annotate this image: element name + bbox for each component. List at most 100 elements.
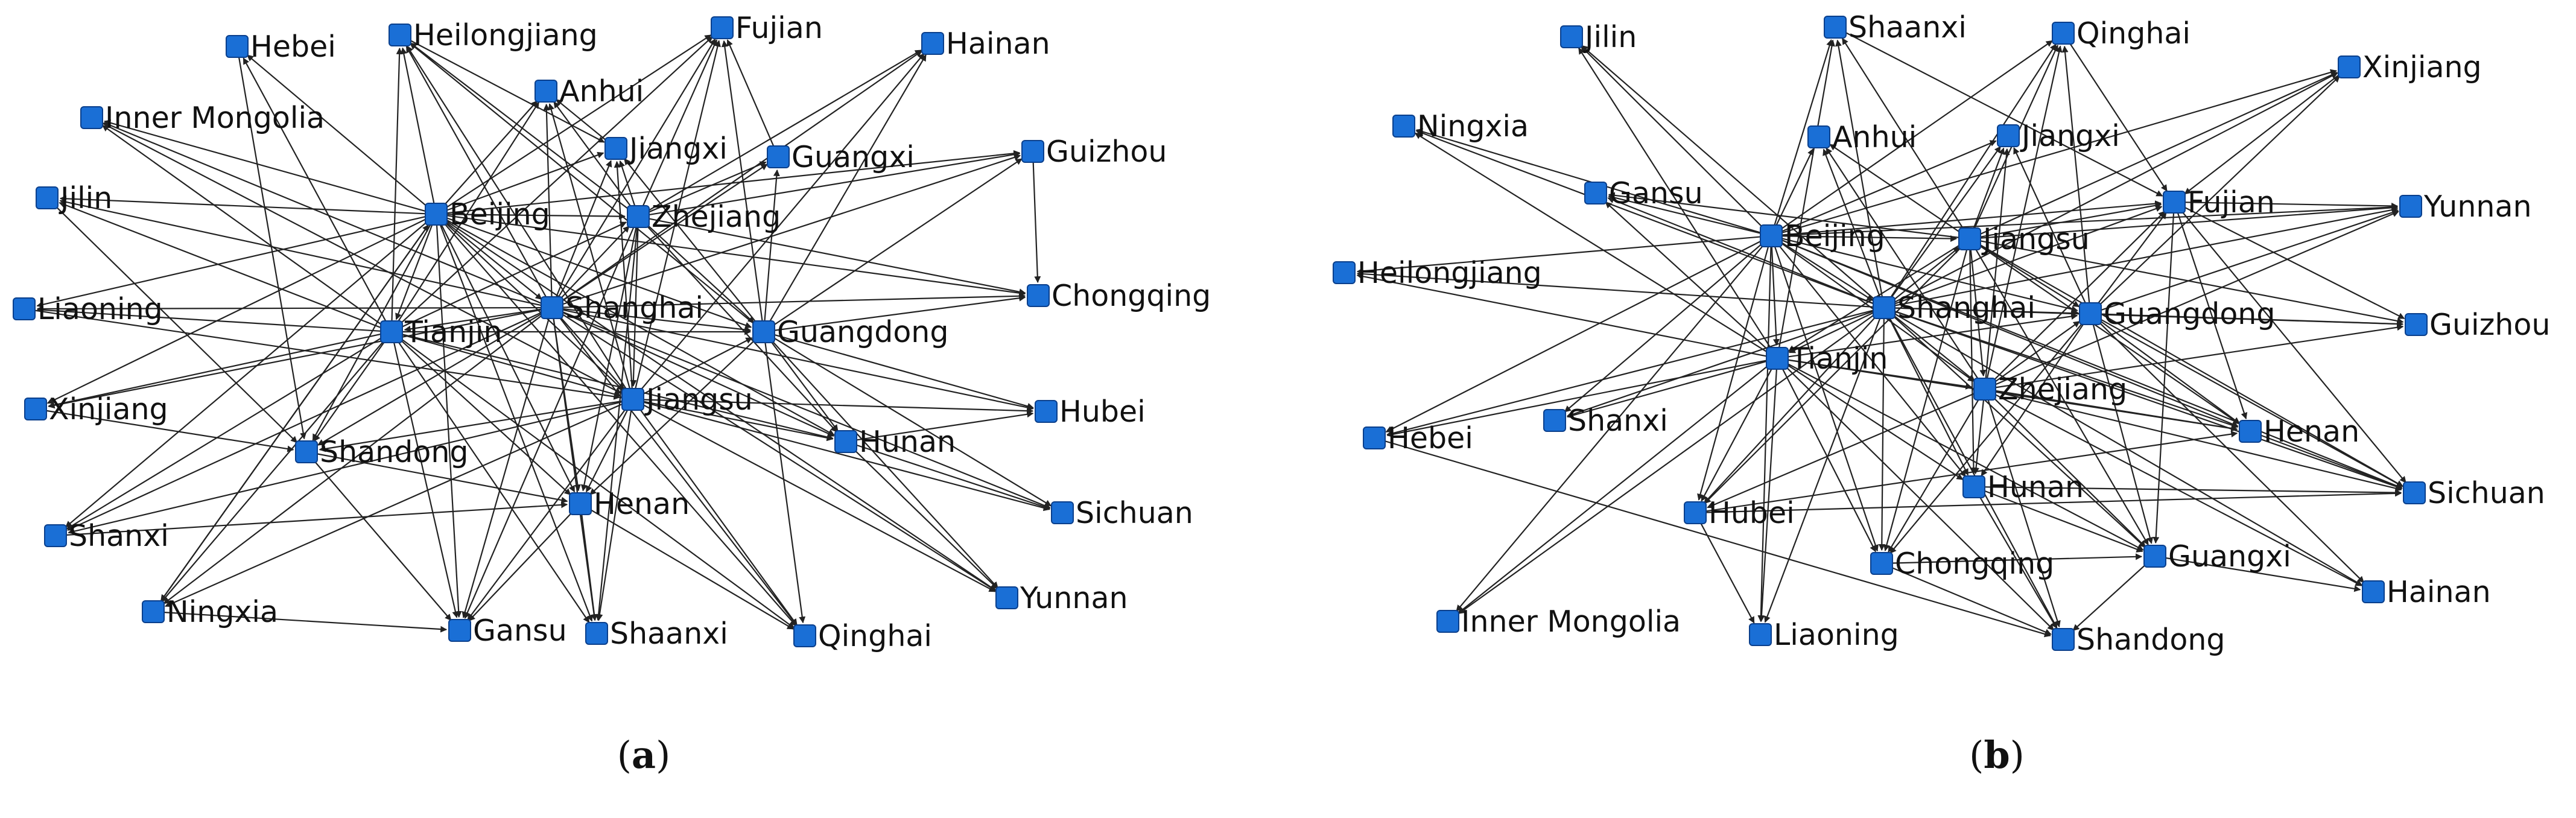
edge-jiangsu-to-hunan [635, 399, 834, 442]
node-hebei: Hebei [226, 30, 336, 64]
node-label-jiangxi: Jiangxi [627, 132, 728, 166]
edge-tianjin-to-hunan [1778, 359, 1964, 480]
edge-tianjin-to-ningxia [1414, 132, 1776, 358]
node-square-icon [1684, 501, 1707, 524]
edge-hunan-to-shandong [1975, 488, 2057, 629]
node-square-icon [1035, 400, 1058, 423]
edge-beijing-to-jilin [1580, 45, 1770, 235]
edge-jiangsu-to-henan [585, 401, 633, 493]
node-square-icon [1766, 347, 1789, 370]
node-inner-mongolia: Inner Mongolia [1436, 604, 1681, 639]
node-label-tianjin: Tianjin [404, 315, 502, 349]
node-guangxi: Guangxi [2143, 539, 2291, 574]
edge-beijing-to-jilin [59, 195, 434, 215]
edge-shanghai-to-qinghai [1885, 43, 2057, 306]
edge-jiangsu-to-guangdong [635, 337, 753, 399]
node-beijing: Beijing [1760, 219, 1885, 253]
edge-tianjin-to-henan [393, 332, 571, 496]
edge-guangdong-to-chongqing [766, 294, 1026, 332]
edge-guangdong-to-heilongjiang [410, 43, 763, 331]
edge-zhejiang-to-henan [580, 218, 639, 492]
node-label-hubei: Hubei [1708, 496, 1795, 530]
edge-zhejiang-to-hunan [639, 218, 837, 433]
edge-jiangsu-to-xinjiang [1972, 72, 2338, 239]
edge-beijing-to-qinghai [1772, 40, 2053, 235]
edge-beijing-to-anhui [437, 100, 538, 213]
edge-jiangsu-to-qinghai [633, 401, 798, 626]
caption-b-letter: b [1984, 733, 2010, 777]
node-square-icon [1027, 284, 1050, 307]
node-label-guizhou: Guizhou [1046, 135, 1167, 169]
node-square-icon [621, 388, 644, 411]
edge-henan-to-sichuan [2252, 431, 2403, 489]
node-zhejiang: Zhejiang [627, 200, 781, 234]
node-sichuan: Sichuan [1051, 496, 1193, 530]
node-square-icon [585, 622, 608, 645]
edge-guangdong-to-sichuan [765, 332, 1052, 507]
node-square-icon [389, 24, 411, 46]
edge-jiangsu-to-fujian [1972, 202, 2162, 239]
edge-chongqing-to-shandong [1883, 563, 2052, 635]
caption-a-letter: a [631, 733, 656, 777]
node-hubei: Hubei [1684, 496, 1795, 530]
node-label-shandong: Shandong [2076, 623, 2225, 657]
edge-guangdong-to-qinghai [2061, 45, 2091, 312]
edge-tianjin-to-hebei [243, 57, 392, 331]
edge-henan-to-qinghai [582, 504, 794, 630]
node-label-gansu: Gansu [473, 614, 567, 648]
node-label-jiangsu: Jiangsu [644, 382, 753, 417]
edge-zhejiang-to-anhui [1826, 147, 1984, 388]
edge-tianjin-to-guangdong [1779, 313, 2078, 359]
edge-shanghai-to-heilongjiang [1356, 270, 1882, 308]
edge-guizhou-to-chongqing [1032, 153, 1041, 284]
edge-qinghai-to-fujian [2064, 34, 2168, 192]
edge-zhejiang-to-hunan [1973, 391, 1985, 475]
node-hunan: Hunan [1962, 470, 2084, 504]
edge-beijing-to-shanxi [1564, 236, 1770, 413]
node-square-icon [2399, 195, 2422, 218]
edge-guangdong-to-jiangxi [2013, 147, 2090, 312]
edge-shanghai-to-heilongjiang [405, 46, 552, 306]
edge-zhejiang-to-fujian [638, 39, 718, 215]
node-henan: Henan [569, 487, 690, 521]
edge-beijing-to-liaoning [36, 214, 434, 308]
edge-tianjin-to-ningxia [161, 333, 391, 603]
node-label-tianjin: Tianjin [1790, 341, 1888, 376]
edge-hunan-to-hubei [848, 411, 1034, 442]
node-label-hainan: Hainan [946, 27, 1050, 61]
node-label-jilin: Jilin [1583, 20, 1637, 54]
node-label-sichuan: Sichuan [1076, 496, 1193, 530]
node-chongqing: Chongqing [1870, 547, 2054, 581]
edge-beijing-to-fujian [1773, 200, 2162, 236]
edge-beijing-to-liaoning [1757, 238, 1772, 623]
edge-fujian-to-guizhou [2176, 202, 2405, 320]
node-label-shandong: Shandong [320, 435, 468, 469]
edge-tianjin-to-jilin [59, 201, 390, 332]
edge-guangdong-to-qinghai [763, 334, 806, 624]
node-shanghai: Shanghai [1873, 291, 2035, 325]
edge-shaanxi-to-fujian [1837, 27, 2163, 197]
node-label-ningxia: Ningxia [167, 595, 278, 629]
node-heilongjiang: Heilongjiang [1333, 256, 1542, 290]
node-tianjin: Tianjin [1766, 341, 1888, 376]
edge-tianjin-to-guangxi [1779, 358, 2144, 551]
edge-hubei-to-sichuan [1697, 490, 2402, 513]
edge-guangdong-to-sichuan [2092, 314, 2403, 487]
node-square-icon [24, 398, 47, 420]
edge-tianjin-to-gansu [391, 334, 459, 618]
edge-guangdong-to-chongqing [1889, 315, 2090, 554]
node-square-icon [2052, 22, 2075, 45]
edge-fujian-to-henan [2174, 204, 2248, 420]
edge-shanghai-to-zhejiang [553, 226, 630, 306]
node-square-icon [36, 186, 59, 209]
edge-xinjiang-to-shandong [37, 408, 294, 452]
node-square-icon [1973, 378, 1996, 401]
edge-zhejiang-to-guangxi [640, 161, 767, 217]
node-jiangxi: Jiangxi [1997, 119, 2120, 153]
edge-jiangsu-to-shaanxi [596, 401, 633, 621]
edge-beijing-to-tianjin [1771, 238, 1780, 346]
node-label-anhui: Anhui [1832, 120, 1917, 154]
edge-jiangsu-to-chongqing [1883, 241, 1970, 551]
node-label-hebei: Hebei [1388, 421, 1473, 455]
node-square-icon [1436, 610, 1459, 633]
